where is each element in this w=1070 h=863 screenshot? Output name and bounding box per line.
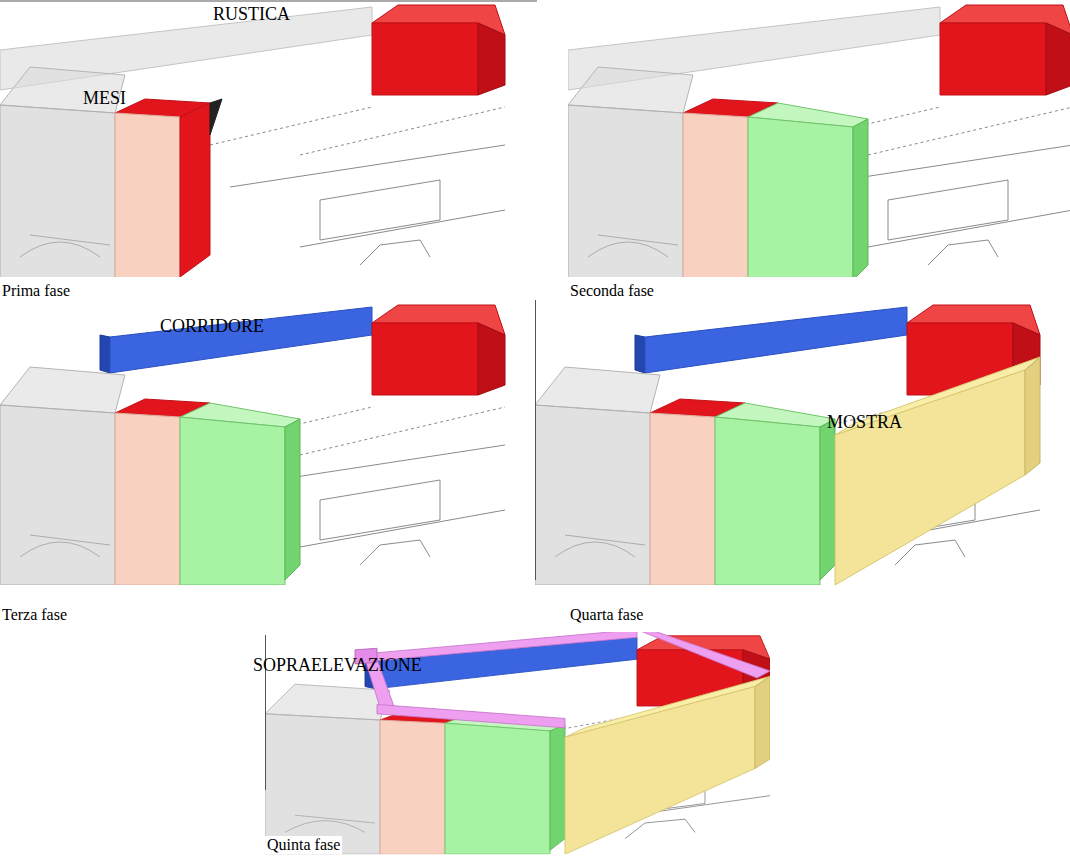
part-label: MESI <box>83 88 126 109</box>
mesi-front <box>683 113 748 277</box>
rustica-side <box>478 323 505 395</box>
panel-content <box>0 5 505 277</box>
ghost-front <box>0 105 115 277</box>
rustica-front <box>372 23 478 95</box>
plan-line <box>300 210 505 247</box>
green-side <box>853 119 868 277</box>
plan-line <box>868 210 1070 247</box>
corridor-block <box>645 307 907 373</box>
phase-panel <box>0 305 505 585</box>
plan-line <box>300 407 505 455</box>
green-front <box>180 417 285 585</box>
rustica-side <box>478 23 505 95</box>
corridor-end <box>635 335 645 373</box>
green-side <box>550 725 565 851</box>
sopra-front <box>377 704 565 727</box>
mostra-front <box>835 370 1025 585</box>
phase-caption: Quarta fase <box>568 606 645 624</box>
phase-panel <box>0 5 505 285</box>
ghost-front <box>535 405 650 585</box>
mostra-front <box>565 687 755 855</box>
plan-line <box>320 480 440 540</box>
phase-caption: Quinta fase <box>265 836 342 854</box>
phase-panel <box>568 5 1070 285</box>
plan-line <box>888 180 1008 240</box>
mesi-front <box>115 413 180 585</box>
ghost-front <box>568 105 683 277</box>
frame-line <box>0 1 537 2</box>
ghost-front <box>0 405 115 585</box>
green-front <box>715 417 820 585</box>
mesi-front <box>380 720 445 854</box>
phase-caption: Prima fase <box>0 282 72 300</box>
rustica-front <box>372 323 478 395</box>
mesi-shadow <box>210 99 222 135</box>
green-front <box>445 723 550 854</box>
panel-content <box>535 305 1040 585</box>
phase-caption: Seconda fase <box>568 282 656 300</box>
green-side <box>285 419 300 580</box>
part-label: MOSTRA <box>827 412 902 433</box>
mesi-side <box>180 103 210 277</box>
plan-line <box>320 180 440 240</box>
plan-line <box>360 540 430 565</box>
rustica-front <box>940 23 1046 95</box>
panel-content <box>0 305 505 585</box>
plan-line <box>300 107 505 155</box>
phase-caption: Terza fase <box>0 606 69 624</box>
green-side <box>820 419 835 580</box>
plan-line <box>210 107 372 145</box>
panel-content <box>568 5 1070 277</box>
ghost-front <box>265 714 380 854</box>
plan-line <box>230 145 505 187</box>
green-front <box>748 117 853 277</box>
part-label: SOPRAELEVAZIONE <box>253 655 422 676</box>
sopra-right <box>637 632 770 678</box>
part-label: CORRIDORE <box>160 316 264 337</box>
rustica-side <box>1046 23 1070 95</box>
frame-line <box>535 300 536 580</box>
corridor-end <box>100 335 110 373</box>
plan-line <box>360 240 430 265</box>
corridor-block <box>110 307 372 373</box>
phase-panel <box>535 305 1040 585</box>
mostra-side <box>1025 357 1040 475</box>
mostra-side <box>755 676 770 768</box>
plan-line <box>300 510 505 547</box>
plan-line <box>868 107 1070 155</box>
plan-line <box>928 240 998 265</box>
mesi-front <box>650 413 715 585</box>
mesi-front <box>115 113 180 277</box>
part-label: RUSTICA <box>213 4 290 25</box>
